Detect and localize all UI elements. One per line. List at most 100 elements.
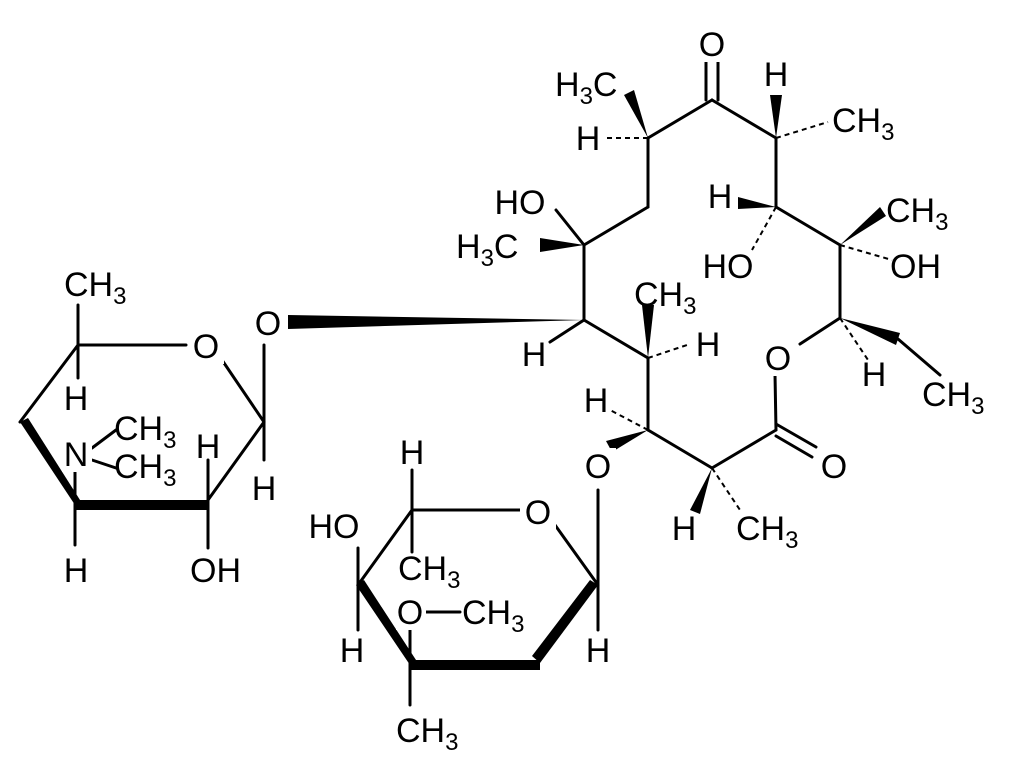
ch3-sub: 3 <box>971 393 984 420</box>
bond <box>774 205 842 247</box>
h-c13-label: H <box>862 356 887 394</box>
bond <box>774 434 814 459</box>
ketone-oxygen-label: O <box>699 26 725 64</box>
bond <box>554 208 586 247</box>
ch3-c: CH <box>114 448 163 486</box>
cladinose-ring <box>356 468 600 707</box>
desosamine-h-a-label: H <box>64 380 89 418</box>
ch3-sub: 3 <box>683 293 696 320</box>
wedge-bond <box>624 90 648 138</box>
h3c-h: H <box>456 228 481 266</box>
desosamine-ch3-top-label: CH3 <box>64 266 126 310</box>
h-c11-label: H <box>708 178 733 216</box>
ch3-c: CH <box>634 276 683 314</box>
desosamine-n-label: N <box>64 436 89 474</box>
wedge-bond <box>840 207 886 245</box>
ch3-sub: 3 <box>447 567 460 594</box>
ch3-c4-label: CH3 <box>634 276 696 320</box>
ch3-topright-label: CH3 <box>832 102 894 146</box>
wedge-bond <box>20 418 80 505</box>
wedge-bond <box>288 315 584 329</box>
bond <box>774 422 818 449</box>
wedge-bond <box>532 580 598 663</box>
bond <box>582 318 650 360</box>
cladinose-ring-oxygen-label: O <box>525 494 551 532</box>
hash-bond <box>647 343 691 359</box>
h3c-top-h: H <box>555 66 580 104</box>
ch3-c: CH <box>736 510 785 548</box>
cladinose-h-anomeric-label: H <box>586 632 611 670</box>
bond <box>646 428 714 470</box>
ch3-c: CH <box>462 594 511 632</box>
carbonyl-oxygen-label: O <box>821 448 847 486</box>
desosamine-ring <box>18 303 266 550</box>
ring-ester-oxygen-label: O <box>765 340 791 378</box>
wedge-bond <box>356 580 416 665</box>
bond <box>220 358 266 424</box>
cladinose-ch3-bottom-label: CH3 <box>396 712 458 756</box>
desosamine-nch3-a-label: CH3 <box>114 410 176 454</box>
wedge-bond <box>690 468 712 514</box>
h3c-c: C <box>494 228 519 266</box>
macrolactone-ring <box>582 98 842 470</box>
ch3-c: CH <box>832 102 881 140</box>
h3c-sub: 3 <box>481 245 494 272</box>
h-topleft-label: H <box>576 120 601 158</box>
hash-bond <box>609 409 649 431</box>
cladinose-h-top-label: H <box>400 434 425 472</box>
ho-c11-label: HO <box>703 248 754 286</box>
desosamine-h-c-label: H <box>64 552 89 590</box>
wedge-bond <box>840 318 900 345</box>
cladinose-methoxy-ch3-label: CH3 <box>462 594 524 638</box>
ch3-sub: 3 <box>881 119 894 146</box>
ch3-sub: 3 <box>511 611 524 638</box>
ketone-double-bond <box>704 60 720 102</box>
bond <box>646 98 714 140</box>
wedge-bond <box>642 305 654 358</box>
ch3-c: CH <box>396 712 445 750</box>
macrocycle-substituents <box>288 90 942 514</box>
ch3-sub: 3 <box>935 209 948 236</box>
ch3-c: CH <box>114 410 163 448</box>
wedge-bond <box>738 197 776 209</box>
cladinose-methoxy-oxygen-label: O <box>397 594 423 632</box>
ch3-ethyl-label: CH3 <box>922 376 984 420</box>
h-c4-label: H <box>696 326 721 364</box>
oh-c12-label: OH <box>890 248 941 286</box>
cladinose-ho-label: HO <box>309 508 360 546</box>
bond <box>90 458 118 470</box>
desosamine-oh-label: OH <box>190 552 241 590</box>
ch3-sub: 3 <box>163 427 176 454</box>
ch3-c2-label: CH3 <box>736 510 798 554</box>
ch3-c: CH <box>398 550 447 588</box>
hash-bond <box>839 244 893 261</box>
lactone-double-bond <box>774 422 818 459</box>
ho-c6-label: HO <box>495 184 546 222</box>
bond <box>356 508 414 587</box>
wedge-bond <box>540 238 584 252</box>
bond <box>710 428 778 470</box>
h3c-c6-label: H3C <box>456 228 518 272</box>
bond <box>710 98 778 140</box>
bond <box>896 337 942 377</box>
hash-bond <box>711 467 741 511</box>
desosamine-ring-oxygen-label: O <box>193 328 219 366</box>
ch3-c12-label: CH3 <box>886 192 948 236</box>
h-c2-label: H <box>672 510 697 548</box>
h-c3-label: H <box>584 382 609 420</box>
ch3-sub: 3 <box>113 283 126 310</box>
h3c-top-label: H3C <box>555 66 617 110</box>
hash-bond <box>751 206 777 251</box>
wedge-bond <box>770 95 782 138</box>
ch3-c: CH <box>922 376 971 414</box>
cladinose-ch3-a-label: CH3 <box>398 550 460 594</box>
glycosidic-oxygen-label: O <box>255 305 281 343</box>
hash-bond <box>775 121 829 139</box>
ch3-sub: 3 <box>163 465 176 492</box>
bond <box>798 316 842 346</box>
bond <box>553 523 600 587</box>
bond <box>206 420 266 502</box>
h3c-top-c: C <box>593 66 618 104</box>
ch3-c: CH <box>886 192 935 230</box>
